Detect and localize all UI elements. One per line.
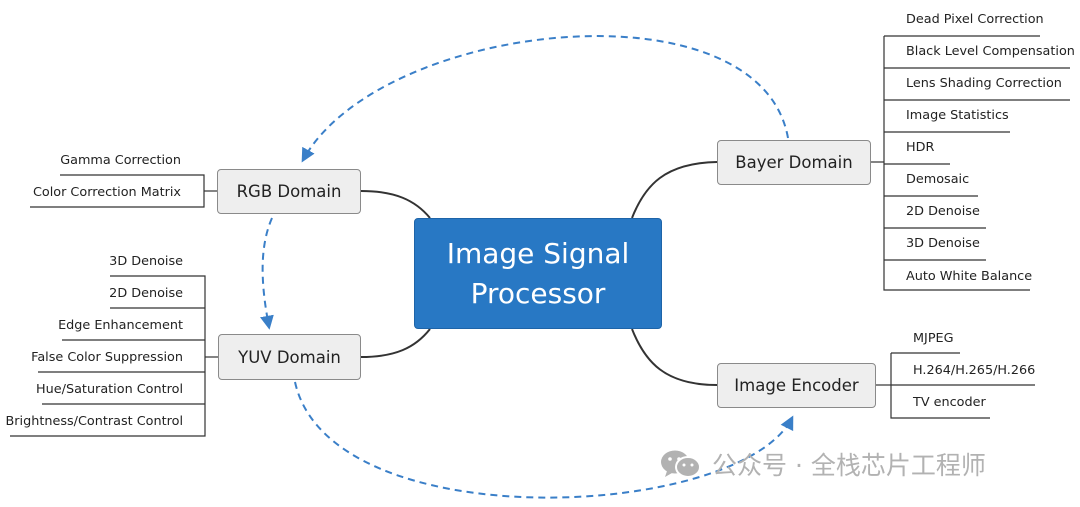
bayer-leaf[interactable]: Demosaic: [906, 172, 970, 187]
image-encoder-node[interactable]: Image Encoder: [717, 363, 876, 408]
yuv-leaf[interactable]: False Color Suppression: [31, 350, 183, 365]
bayer-leaf[interactable]: 3D Denoise: [906, 236, 980, 251]
center-title-line2: Processor: [470, 276, 606, 310]
watermark-text: 公众号 · 全栈芯片工程师: [712, 451, 986, 480]
bayer-leaf[interactable]: Dead Pixel Correction: [906, 12, 1044, 27]
flow-arrow-yuv-to-encoder: [294, 381, 794, 499]
bayer-leaf[interactable]: 2D Denoise: [906, 204, 980, 219]
bayer-leaf-lines: [871, 35, 1070, 291]
encoder-leaf[interactable]: H.264/H.265/H.266: [913, 363, 1036, 378]
yuv-leaf[interactable]: Brightness/Contrast Control: [5, 414, 183, 429]
flow-arrow-bayer-to-rgb: [301, 35, 789, 163]
yuv-leaf-lines: [10, 275, 218, 437]
connector-center-rgb: [360, 190, 431, 219]
yuv-leaf[interactable]: 3D Denoise: [109, 254, 183, 269]
connector-center-bayer: [631, 161, 718, 219]
bayer-leaf[interactable]: Lens Shading Correction: [906, 76, 1062, 91]
connector-center-encoder: [631, 328, 718, 386]
connector-center-yuv: [360, 328, 431, 358]
center-node-isp[interactable]: Image Signal Processor: [414, 218, 662, 329]
rgb-leaf-lines: [30, 174, 217, 208]
bayer-leaf[interactable]: Image Statistics: [906, 108, 1009, 123]
yuv-leaf[interactable]: Edge Enhancement: [58, 318, 183, 333]
bayer-domain-node[interactable]: Bayer Domain: [717, 140, 871, 185]
bayer-leaf[interactable]: Auto White Balance: [906, 269, 1033, 284]
bayer-leaf[interactable]: Black Level Compensation: [906, 44, 1075, 59]
wechat-icon: [660, 449, 702, 479]
flow-arrow-rgb-to-yuv: [260, 217, 274, 330]
rgb-leaf[interactable]: Color Correction Matrix: [32, 185, 181, 200]
yuv-domain-node[interactable]: YUV Domain: [218, 334, 361, 380]
yuv-leaf[interactable]: Hue/Saturation Control: [36, 382, 183, 397]
rgb-leaf[interactable]: Gamma Correction: [60, 153, 181, 168]
watermark: 公众号 · 全栈芯片工程师: [660, 446, 986, 482]
yuv-leaf[interactable]: 2D Denoise: [109, 286, 183, 301]
encoder-leaf[interactable]: TV encoder: [913, 395, 986, 410]
encoder-leaf-lines: [876, 352, 1035, 419]
center-title-line1: Image Signal: [446, 236, 630, 270]
encoder-leaf[interactable]: MJPEG: [913, 331, 954, 346]
rgb-domain-node[interactable]: RGB Domain: [217, 169, 361, 214]
bayer-leaf[interactable]: HDR: [906, 140, 935, 155]
